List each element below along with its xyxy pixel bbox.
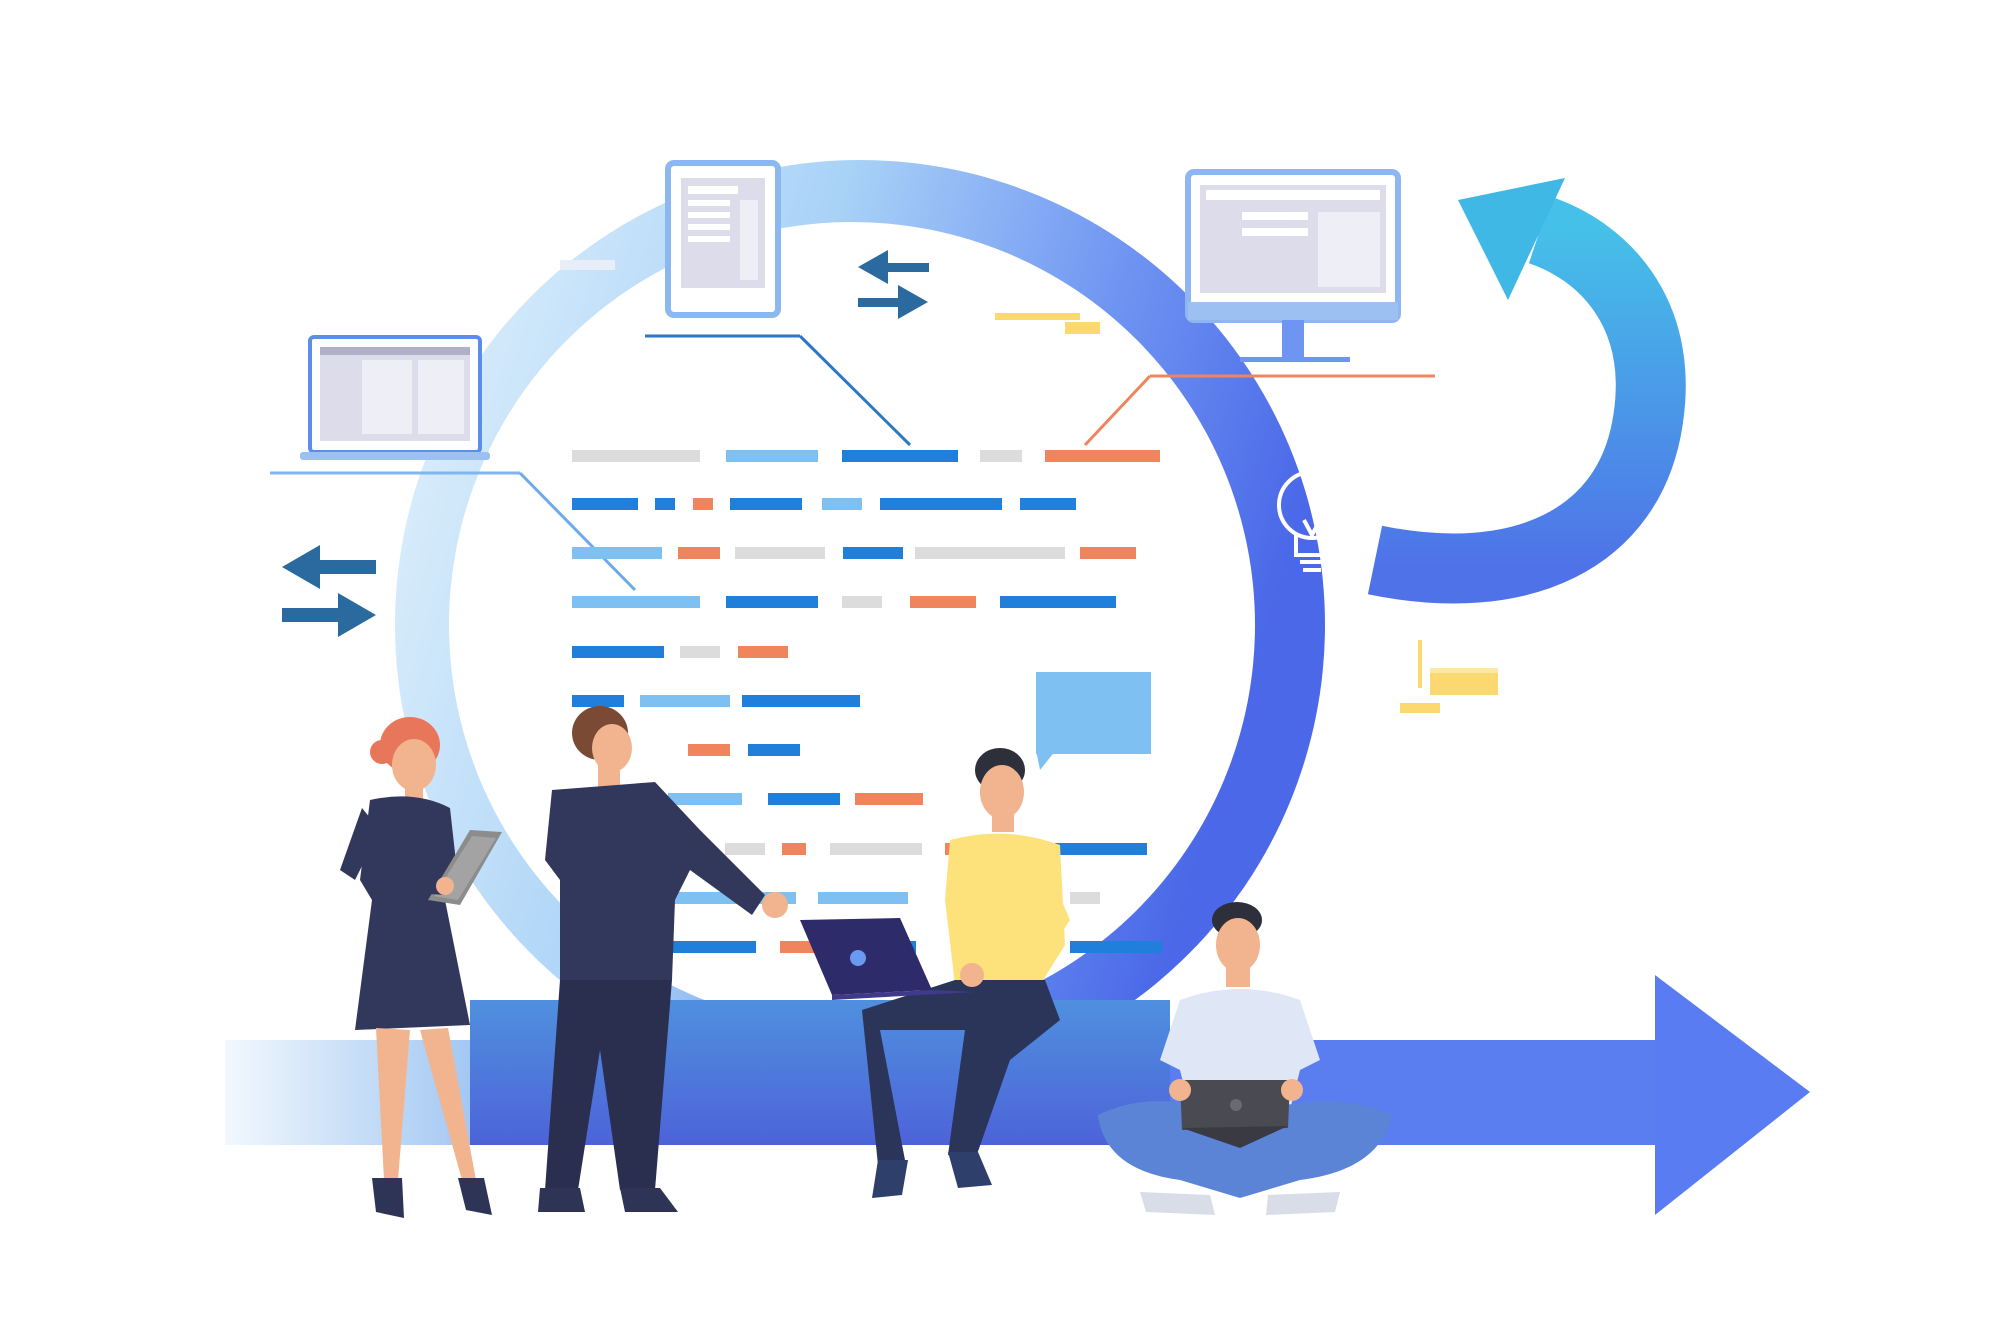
timeline-bar xyxy=(748,744,800,756)
swap-arrows-icon xyxy=(282,545,376,637)
timeline-bar xyxy=(572,646,664,658)
timeline-bar xyxy=(818,892,908,904)
lightbulb-icon xyxy=(1277,470,1347,572)
timeline-bar xyxy=(782,843,806,855)
tablet-icon xyxy=(645,160,912,447)
timeline-bar xyxy=(1070,892,1100,904)
timeline-bar xyxy=(660,941,756,953)
timeline-bar xyxy=(572,695,624,707)
timeline-bar xyxy=(1045,450,1160,462)
timeline-bar xyxy=(693,498,713,510)
timeline-bar xyxy=(1070,941,1162,953)
swap-arrows-icon xyxy=(858,250,929,319)
timeline-bar xyxy=(738,646,788,658)
timeline-bar xyxy=(1080,547,1136,559)
timeline-bar xyxy=(655,498,675,510)
man-with-laptop-cross-legged xyxy=(1098,902,1392,1215)
timeline-bar xyxy=(742,695,860,707)
timeline-bar xyxy=(843,547,903,559)
timeline-bar xyxy=(822,498,862,510)
timeline-bar xyxy=(830,843,922,855)
timeline-bar xyxy=(730,498,802,510)
monitor-icon xyxy=(1083,169,1435,447)
timeline-bar xyxy=(725,843,765,855)
timeline-bar xyxy=(980,450,1022,462)
timeline-bar xyxy=(842,450,958,462)
timeline-bar xyxy=(572,450,700,462)
speech-bubble-icon xyxy=(1036,672,1151,770)
timeline-bar xyxy=(880,498,1002,510)
timeline-bar xyxy=(1000,596,1116,608)
decor-bars-yellow xyxy=(995,313,1498,713)
timeline-bar xyxy=(842,596,882,608)
timeline-bar xyxy=(688,744,730,756)
cycle-arrow-icon xyxy=(1367,178,1686,604)
timeline-bar xyxy=(735,547,825,559)
timeline-bar xyxy=(910,596,976,608)
timeline-bar xyxy=(915,547,1065,559)
timeline-bar xyxy=(1055,843,1147,855)
decor-bar xyxy=(560,260,615,270)
laptop-icon xyxy=(270,335,637,592)
timeline-bar xyxy=(1020,498,1076,510)
timeline-bar xyxy=(726,596,818,608)
timeline-bar xyxy=(572,498,638,510)
timeline-bar xyxy=(855,793,923,805)
timeline-bar xyxy=(572,596,700,608)
timeline-bar xyxy=(768,793,840,805)
timeline-bar xyxy=(678,547,720,559)
man-pointing xyxy=(538,706,788,1212)
timeline-bar xyxy=(726,450,818,462)
timeline-bar xyxy=(572,547,662,559)
timeline-bar xyxy=(668,793,742,805)
woman-with-tablet xyxy=(340,717,502,1218)
timeline-bar xyxy=(680,646,720,658)
man-with-laptop-sitting xyxy=(800,748,1070,1198)
timeline-bar xyxy=(640,695,730,707)
